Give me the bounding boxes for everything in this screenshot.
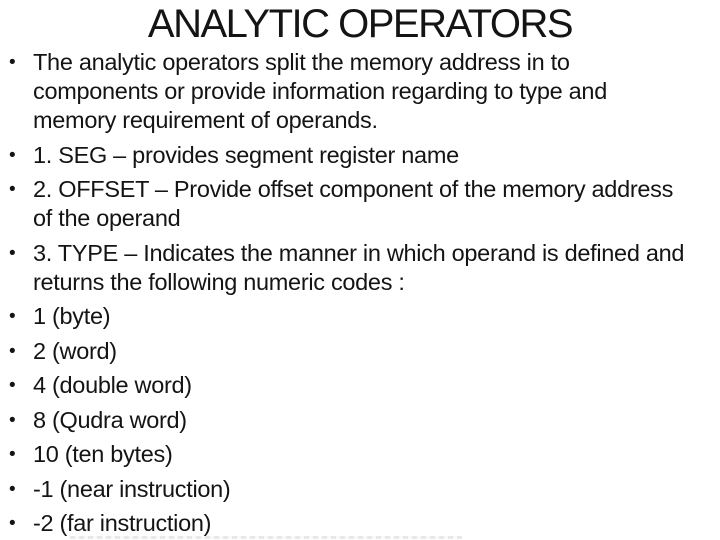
bullet-item: • 8 (Qudra word) [0, 406, 720, 435]
bullet-text: -1 (near instruction) [33, 475, 231, 502]
bullet-icon: • [9, 144, 16, 166]
bullet-text: 8 (Qudra word) [33, 406, 187, 433]
bullet-icon: • [9, 52, 16, 73]
bullet-item: • 2. OFFSET – Provide offset component o… [0, 175, 720, 233]
bullet-icon: • [9, 242, 16, 264]
bullet-icon: • [9, 179, 16, 200]
cutoff-text-artifact [70, 536, 462, 539]
bullet-item: • 1 (byte) [0, 302, 720, 331]
bullet-list: • The analytic operators split the memor… [0, 48, 720, 538]
bullet-icon: • [9, 444, 16, 465]
bullet-icon: • [9, 513, 16, 534]
bullet-icon: • [9, 306, 16, 327]
bullet-text: 1 (byte) [33, 303, 111, 329]
bullet-icon: • [9, 340, 16, 362]
bullet-item: • 3. TYPE – Indicates the manner in whic… [0, 239, 720, 297]
bullet-text: 1. SEG – provides segment register name [33, 141, 459, 168]
slide-title: ANALYTIC OPERATORS [147, 2, 574, 46]
bullet-text: 2 (word) [33, 337, 117, 364]
bullet-item: • 10 (ten bytes) [0, 440, 720, 469]
bullet-item: • 4 (double word) [0, 371, 720, 400]
bullet-item: • -1 (near instruction) [0, 475, 720, 504]
bullet-item: • The analytic operators split the memor… [0, 48, 720, 135]
bullet-item: • 1. SEG – provides segment register nam… [0, 141, 720, 170]
bullet-text: 3. TYPE – Indicates the manner in which … [33, 239, 685, 295]
bullet-text: -2 (far instruction) [33, 510, 212, 536]
bullet-icon: • [9, 409, 16, 431]
bullet-icon: • [9, 375, 16, 396]
bullet-item: • 2 (word) [0, 337, 720, 366]
bullet-text: 2. OFFSET – Provide offset component of … [33, 176, 674, 231]
bullet-icon: • [9, 478, 16, 500]
bullet-item: • -2 (far instruction) [0, 509, 720, 538]
bullet-text: 4 (double word) [33, 372, 192, 398]
bullet-text: 10 (ten bytes) [33, 441, 173, 467]
bullet-text: The analytic operators split the memory … [33, 49, 607, 133]
